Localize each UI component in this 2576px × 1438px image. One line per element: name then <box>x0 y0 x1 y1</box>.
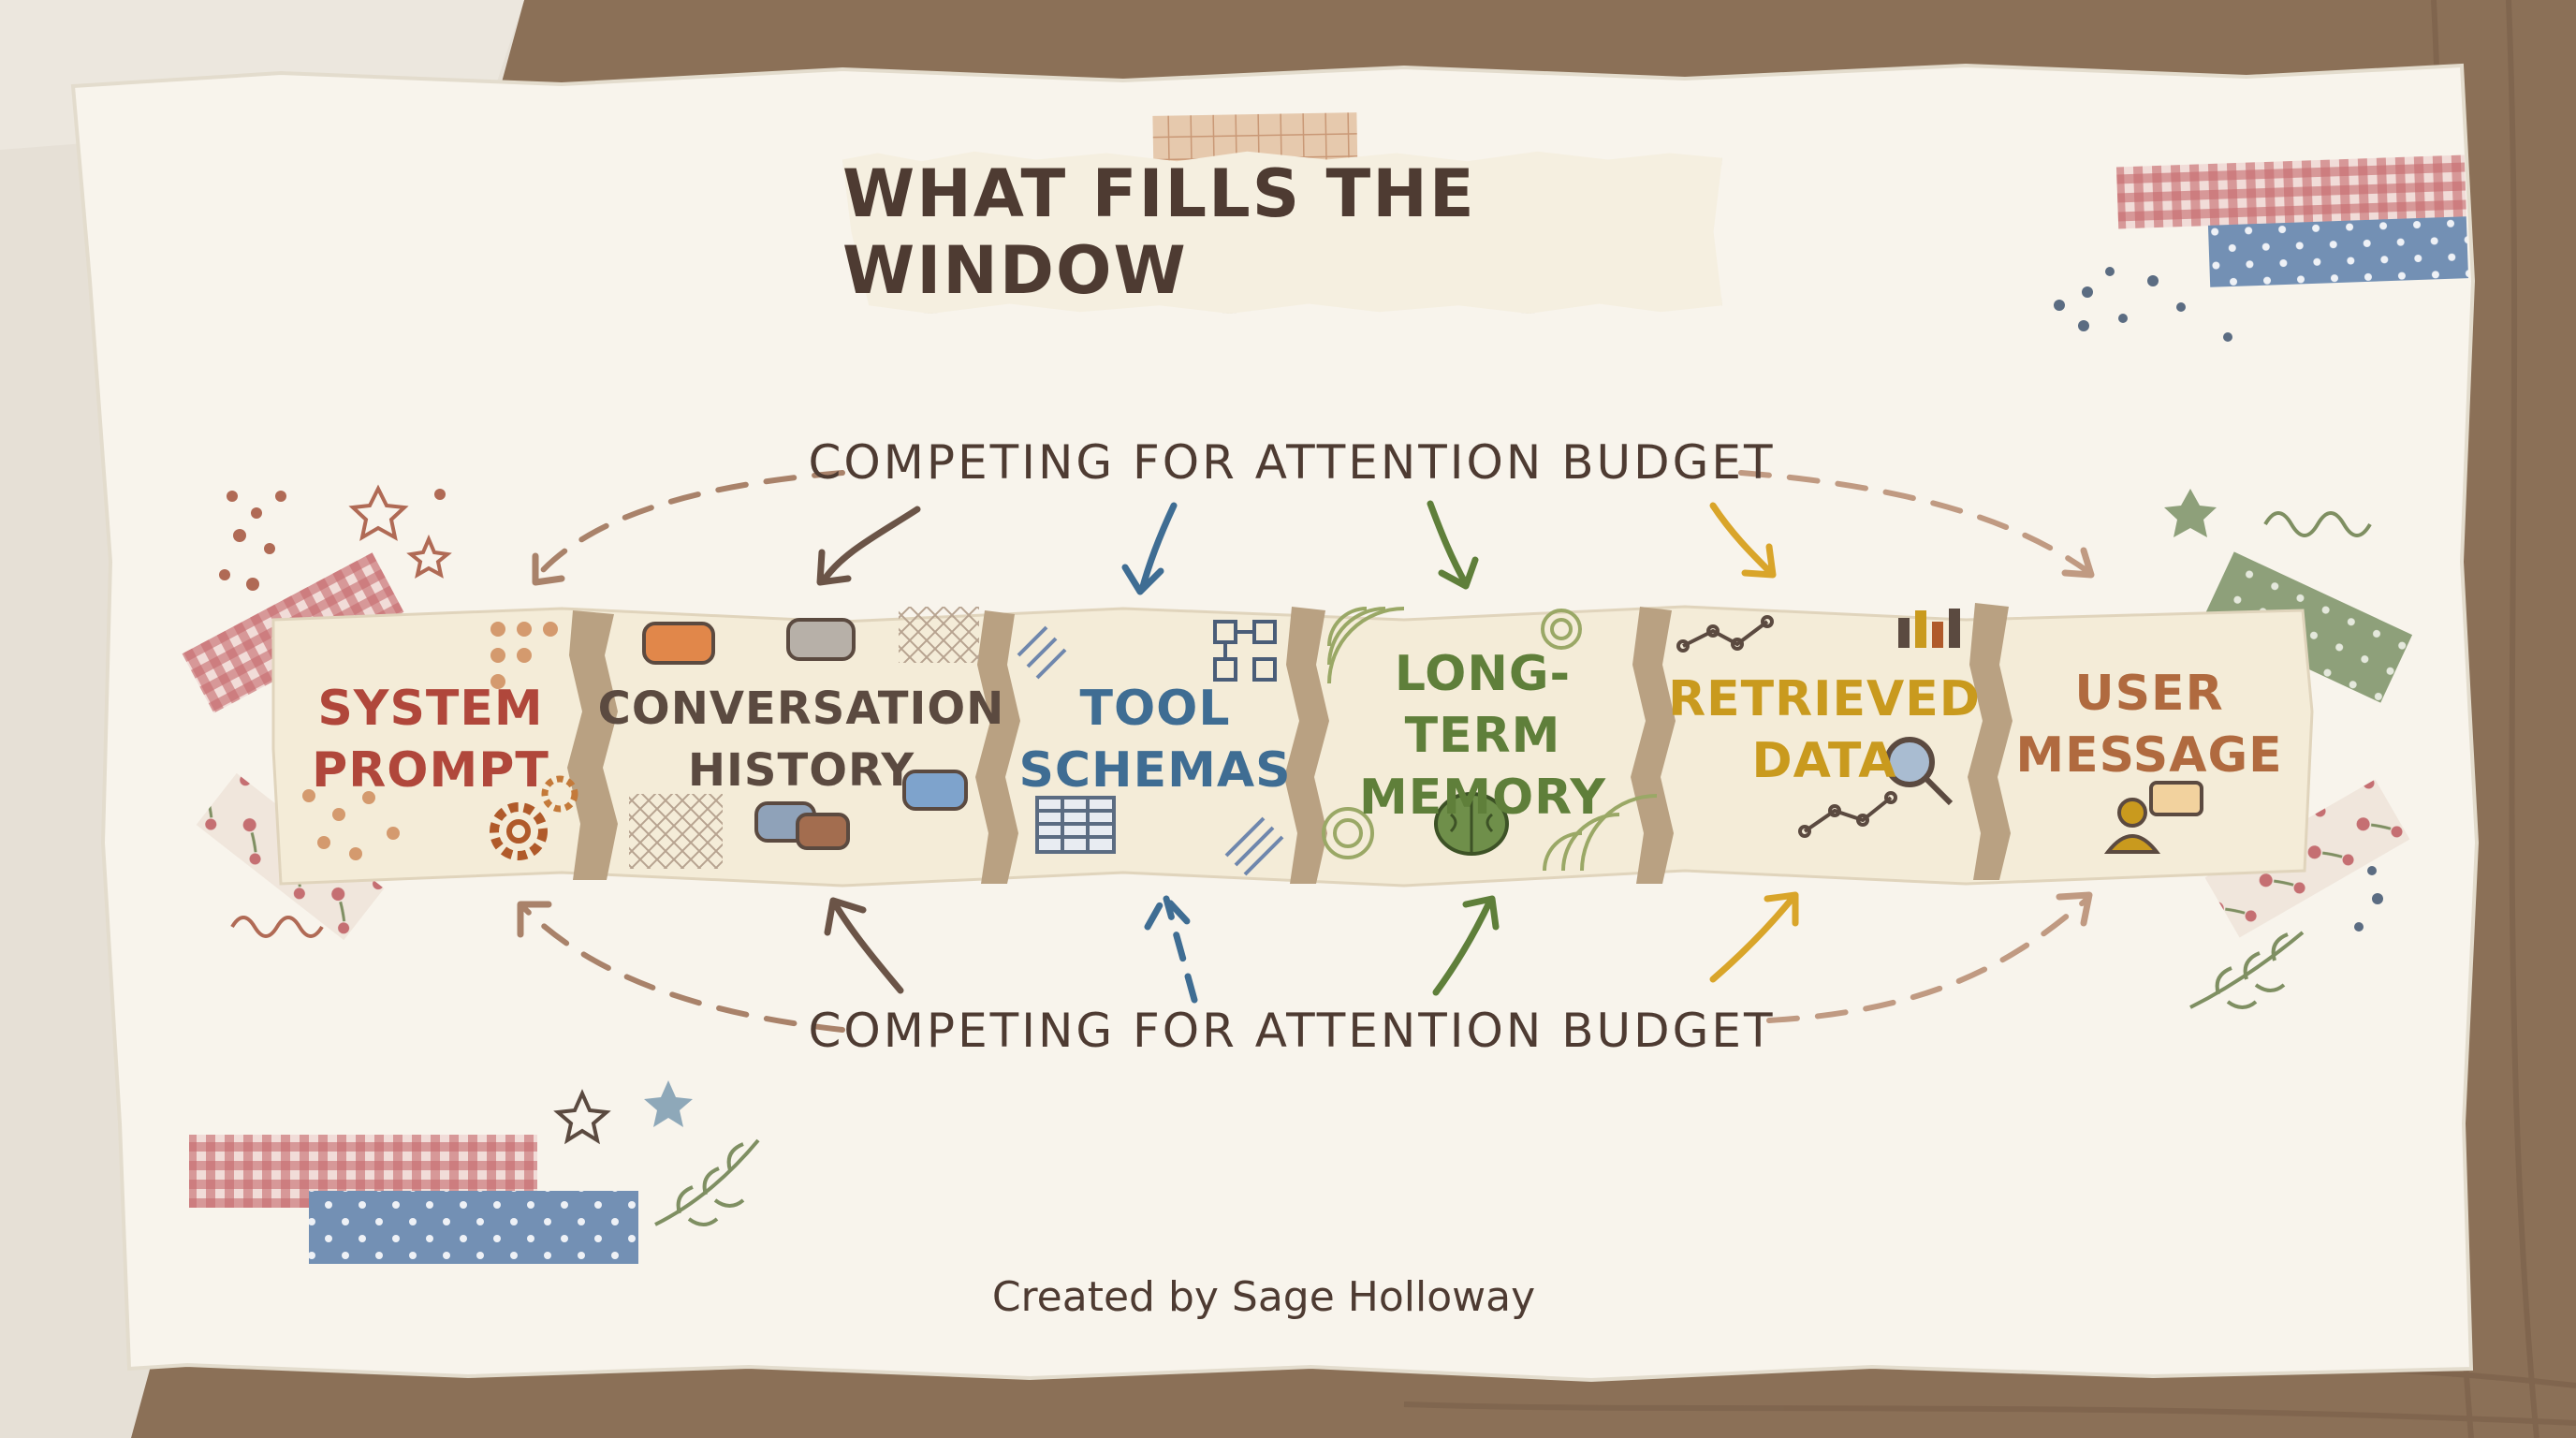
dotted-tape-bottom-left <box>309 1191 638 1264</box>
chat-bubbles-icon <box>642 618 968 850</box>
segment-retrieved-data: RETRIEVED DATA <box>1668 646 1980 814</box>
segment-line2: DATA <box>1751 733 1897 789</box>
arc-pattern <box>1322 607 1658 872</box>
segment-line2: MEMORY <box>1358 770 1607 826</box>
hatch-pattern <box>629 794 723 869</box>
floral-tape-right <box>2204 779 2410 938</box>
segment-decorations <box>302 607 2203 876</box>
segment-line1: TOOL <box>1079 681 1231 737</box>
arrow-to-tool-schemas <box>1121 502 1178 595</box>
top-budget-label: COMPETING FOR ATTENTION BUDGET <box>808 435 1776 490</box>
arrow-from-long-term-memory <box>1432 895 1500 996</box>
bottom-arrows <box>824 891 1799 1004</box>
arrow-to-long-term-memory <box>1427 500 1479 590</box>
divider-5 <box>1968 603 2012 880</box>
arrow-to-retrieved-data <box>1709 502 1777 579</box>
magnifier-icon <box>1884 737 1954 806</box>
arrow-heads <box>517 547 2095 938</box>
bar-chart-icon <box>1898 609 1960 648</box>
bottom-budget-label: COMPETING FOR ATTENTION BUDGET <box>808 1004 1776 1058</box>
user-speech-icon <box>2103 781 2203 854</box>
kraft-dividers <box>567 603 2012 884</box>
title-paper-strip <box>842 151 1722 314</box>
green-tape-right <box>2202 551 2413 703</box>
flowchart-icon <box>1213 620 1277 682</box>
diagonal-lines <box>1017 625 1284 876</box>
segment-system-prompt: SYSTEM PROMPT <box>281 655 580 824</box>
segment-long-term-memory: LONG-TERM MEMORY <box>1325 646 1640 826</box>
top-arcs <box>531 470 2090 583</box>
author-credit: Created by Sage Holloway <box>991 1273 1536 1321</box>
segment-line1: USER <box>2074 666 2224 722</box>
segment-line2: SCHEMAS <box>1018 742 1292 799</box>
segment-line1: SYSTEM <box>317 681 544 737</box>
divider-3 <box>1284 607 1329 884</box>
segment-user-message: USER MESSAGE <box>2009 640 2290 809</box>
arrow-from-tool-schemas <box>1144 893 1198 1004</box>
arrow-from-retrieved-data <box>1709 891 1799 983</box>
gear-icon <box>490 775 578 860</box>
top-arrows <box>816 500 1777 595</box>
segment-line1: RETRIEVED <box>1668 671 1981 727</box>
segment-line2: HISTORY <box>687 744 915 797</box>
segment-line1: LONG-TERM <box>1394 646 1572 764</box>
divider-1 <box>567 610 618 880</box>
page-title: WHAT FILLS THE WINDOW <box>842 154 1476 309</box>
divider-2 <box>975 610 1020 884</box>
segment-line2: PROMPT <box>312 742 549 799</box>
segment-conversation-history: CONVERSATION HISTORY <box>598 655 1004 824</box>
doodles <box>219 267 2383 1226</box>
arrow-from-conversation-history <box>824 897 904 994</box>
segment-line2: MESSAGE <box>2015 727 2283 784</box>
hatch-pattern <box>899 607 979 663</box>
dotted-tape-top-right <box>2207 216 2469 287</box>
table-icon <box>1035 796 1116 854</box>
line-chart-icon <box>1676 615 1897 838</box>
gingham-tape-top-right <box>2115 154 2467 229</box>
arrow-to-conversation-history <box>816 506 921 586</box>
divider-4 <box>1631 607 1676 884</box>
brain-icon <box>1434 792 1509 856</box>
segment-tool-schemas: TOOL SCHEMAS <box>1015 655 1295 824</box>
bottom-arcs <box>521 896 2090 1033</box>
segment-line1: CONVERSATION <box>597 682 1005 735</box>
